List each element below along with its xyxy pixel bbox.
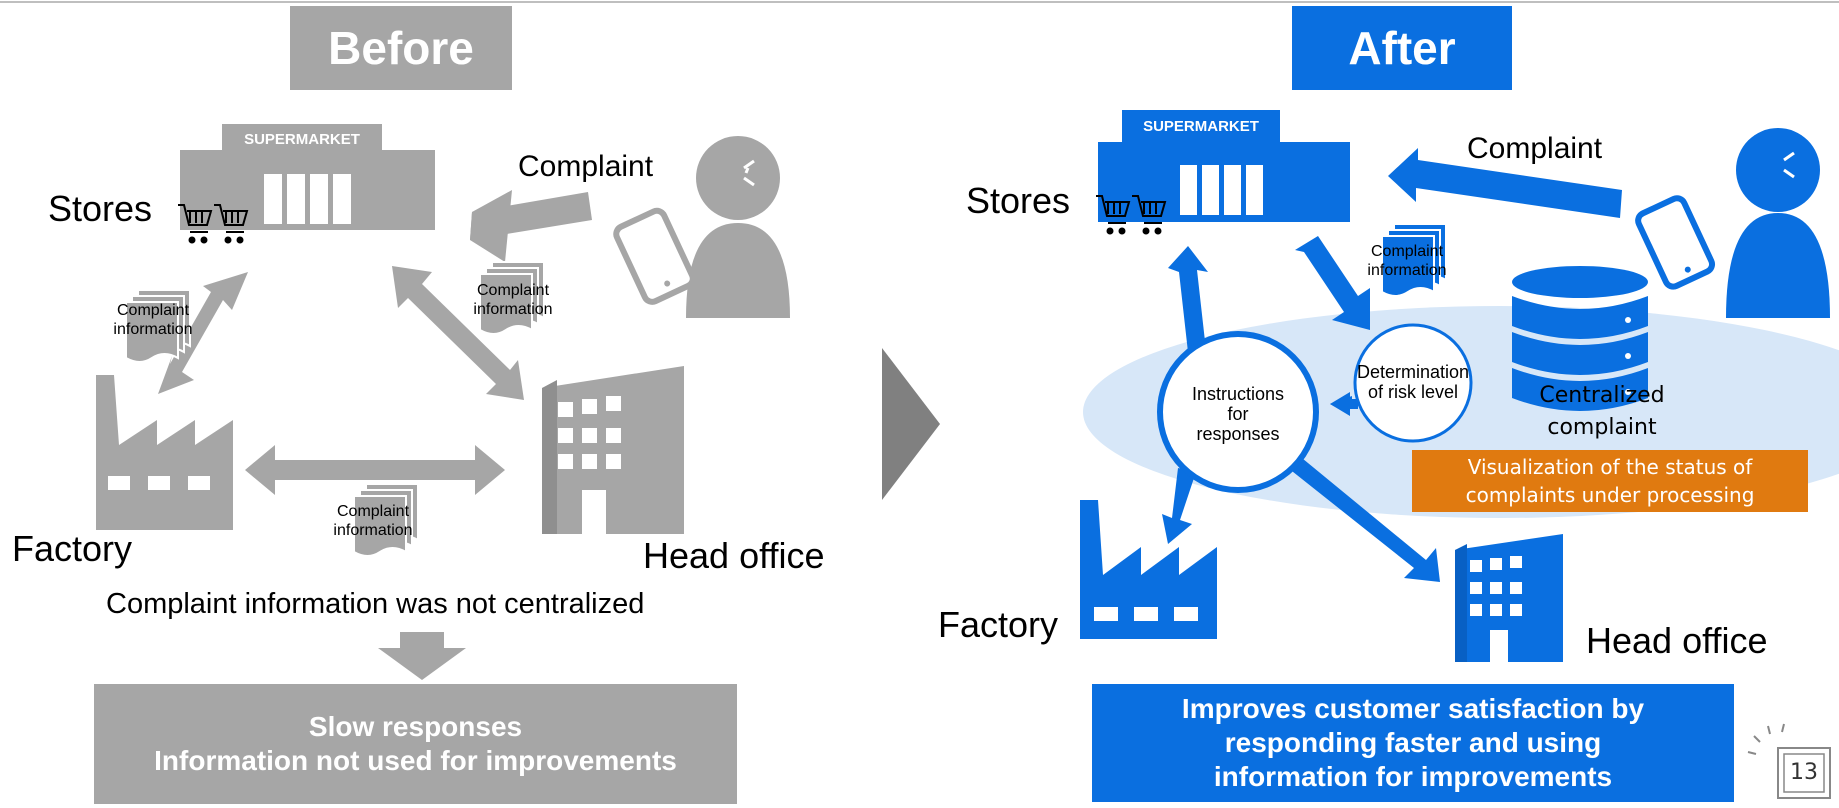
arrows-before xyxy=(158,266,524,495)
doc-label-after: Complaint information xyxy=(1367,243,1447,279)
building-icon-before xyxy=(542,366,684,534)
page-number-frame xyxy=(1747,723,1831,799)
factory-label-before: Factory xyxy=(12,528,133,569)
cart-icon-after xyxy=(1096,195,1167,235)
down-arrow-before xyxy=(378,632,466,680)
before-result-line1: Slow responses xyxy=(308,711,523,742)
doc-label-before-3: Complaint information xyxy=(333,503,413,539)
system-label-line1: Centralized complaint xyxy=(1539,383,1665,440)
supermarket-sign-before: SUPERMARKET xyxy=(244,131,360,148)
building-icon-after xyxy=(1455,534,1563,662)
instructions-label: Instructions for responses xyxy=(1191,384,1285,444)
determination-circle xyxy=(1353,323,1473,443)
factory-icon-before xyxy=(96,375,233,530)
supermarket-sign-after: SUPERMARKET xyxy=(1143,118,1259,135)
after-result-line2: responding faster and using xyxy=(1224,727,1602,758)
database-icon xyxy=(1512,266,1648,411)
before-header: Before xyxy=(290,6,512,90)
visualization-line2: complaints under processing xyxy=(1465,483,1755,507)
complaint-label-after: Complaint xyxy=(1467,132,1603,165)
after-result-box: Improves customer satisfaction by respon… xyxy=(1092,684,1734,802)
after-result-line1: Improves customer satisfaction by xyxy=(1181,693,1645,724)
page-number: 13 xyxy=(1790,760,1818,785)
supermarket-icon-after xyxy=(1098,110,1350,222)
determination-label: Determination of risk level xyxy=(1356,362,1470,402)
visualization-box: Visualization of the status of complaint… xyxy=(1412,450,1808,512)
cart-icon-before xyxy=(178,204,249,244)
head-office-label-after: Head office xyxy=(1586,620,1768,661)
before-result-box: Slow responses Information not used for … xyxy=(94,684,737,804)
before-result-line2: Information not used for improvements xyxy=(154,745,677,776)
phone-icon-after xyxy=(1635,195,1716,290)
doc-label-before-1: Complaint information xyxy=(113,302,193,338)
factory-label-after: Factory xyxy=(938,604,1059,645)
complaint-arrow-after xyxy=(1388,148,1622,218)
instruction-arrows xyxy=(1162,246,1440,582)
before-caption: Complaint information was not centralize… xyxy=(106,588,645,620)
complaint-label-before: Complaint xyxy=(518,150,654,183)
supermarket-icon-before xyxy=(180,124,435,230)
transition-arrow xyxy=(882,348,940,500)
stores-label-after: Stores xyxy=(966,180,1071,221)
person-icon-before xyxy=(686,136,790,318)
phone-icon-before xyxy=(613,207,696,305)
arrow-to-determination xyxy=(1295,236,1370,330)
stores-label-before: Stores xyxy=(48,188,153,229)
doc-label-before-2: Complaint information xyxy=(473,282,553,318)
person-icon-after xyxy=(1726,128,1830,318)
instructions-circle xyxy=(1157,331,1319,493)
head-office-label-before: Head office xyxy=(643,535,825,576)
factory-icon-after xyxy=(1080,500,1217,639)
after-result-line3: information for improvements xyxy=(1213,761,1613,792)
visualization-line1: Visualization of the status of xyxy=(1467,455,1753,479)
after-header: After xyxy=(1292,6,1512,90)
